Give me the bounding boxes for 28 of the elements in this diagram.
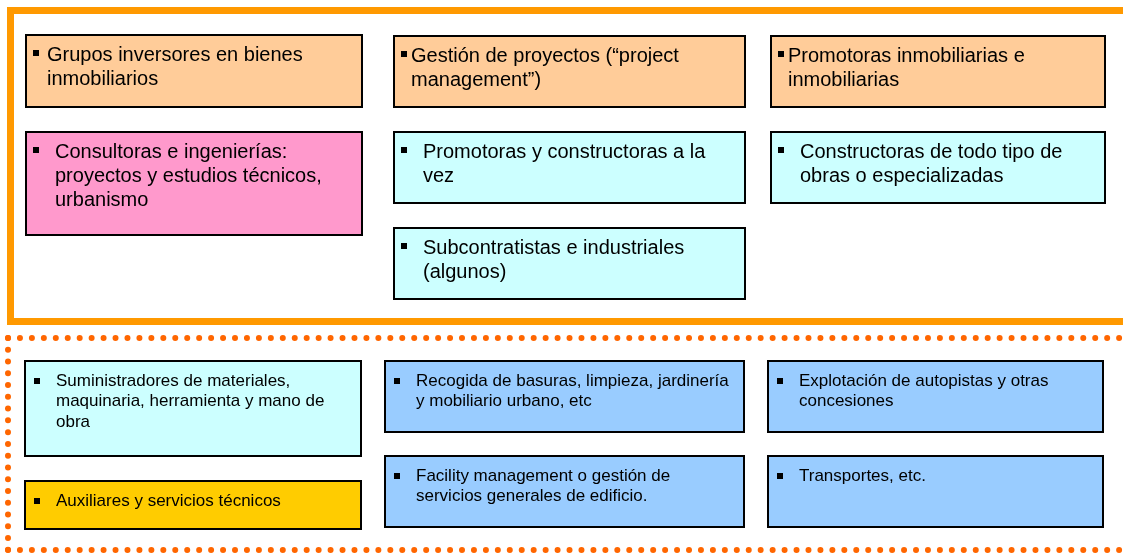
box-text: Suministradores de materiales, maquinaria, herramienta y mano de obra [56, 371, 326, 433]
category-box [767, 360, 1104, 433]
category-box [25, 131, 363, 236]
category-box [770, 35, 1106, 108]
category-box [767, 455, 1104, 528]
category-box [384, 455, 745, 528]
box-text: Gestión de proyectos (“project management”) [411, 43, 680, 91]
box-text: Promotoras y constructoras a la vez [423, 139, 707, 187]
category-box [24, 480, 362, 530]
box-text: Consultoras e ingenierías: proyectos y estudios técnicos, urbanismo [55, 139, 323, 211]
category-box [770, 131, 1106, 204]
category-box [393, 131, 746, 204]
box-text: Auxiliares y servicios técnicos [56, 491, 281, 512]
category-box [24, 360, 362, 457]
box-text: Subcontratistas e industriales (algunos) [423, 235, 686, 283]
box-text: Constructoras de todo tipo de obras o especializadas [800, 139, 1064, 187]
group-frame [7, 7, 1123, 325]
box-text: Facility management o gestión de servicios generales de edificio. [416, 466, 672, 507]
box-text: Promotoras inmobiliarias e inmobiliarias [788, 43, 1026, 91]
category-box [25, 34, 363, 108]
box-text: Grupos inversores en bienes inmobiliarios [47, 42, 304, 90]
box-text: Transportes, etc. [799, 466, 926, 487]
category-box [384, 360, 745, 433]
category-box [393, 35, 746, 108]
box-text: Recogida de basuras, limpieza, jardinería y mobiliario urbano, etc [416, 371, 730, 412]
category-box [393, 227, 746, 300]
dotted-group-frame [5, 335, 1123, 553]
box-text: Explotación de autopistas y otras concesiones [799, 371, 1050, 412]
